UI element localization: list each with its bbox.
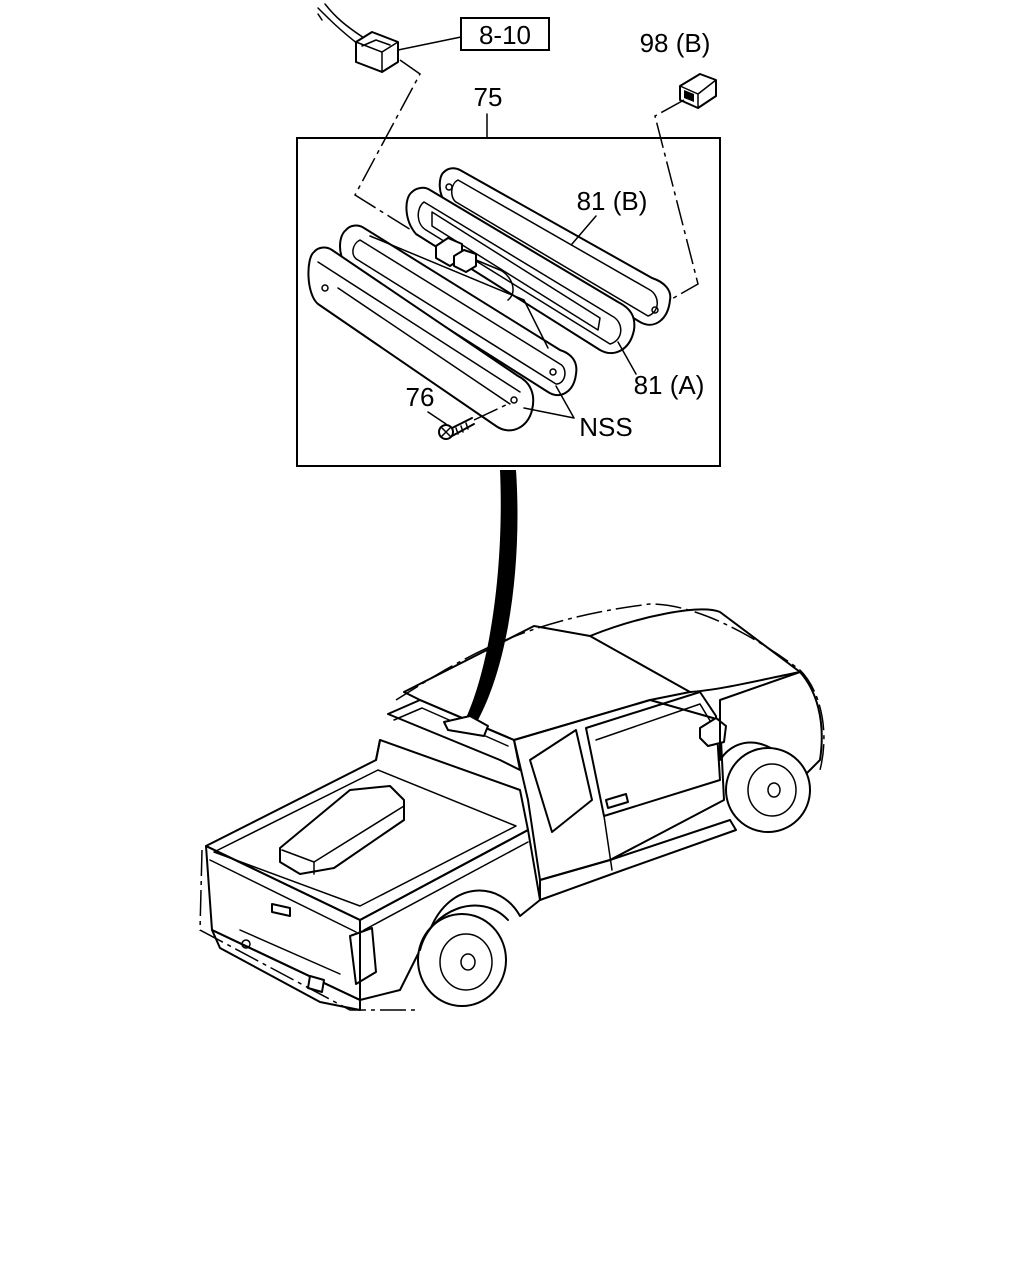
housing-81a [405,186,636,355]
ref-leader-line [397,36,462,51]
bulb-socket [435,237,514,301]
leader-81a [617,341,637,375]
leader-76 [427,411,447,425]
clip-leader [654,99,699,301]
ref-box-label: 8-10 [479,20,531,50]
ref-box-frame [460,17,550,51]
connector-leader [354,59,441,249]
label-nss: NSS [579,412,632,442]
connector [355,31,399,73]
screw-76 [438,417,475,440]
label-81b: 81 (B) [577,186,648,216]
gasket-81b [438,167,672,326]
label-75: 75 [474,82,503,112]
detail-frame [296,137,721,467]
label-98b: 98 (B) [640,28,711,58]
clip-98b [679,73,717,109]
screw-leader [473,403,509,421]
pointer-arrow [466,470,518,720]
leader-81b [571,215,597,245]
leader-nss [523,385,575,419]
label-76: 76 [406,382,435,412]
label-81a: 81 (A) [634,370,705,400]
wire-harness [317,3,365,45]
pickup-truck [199,603,825,1011]
